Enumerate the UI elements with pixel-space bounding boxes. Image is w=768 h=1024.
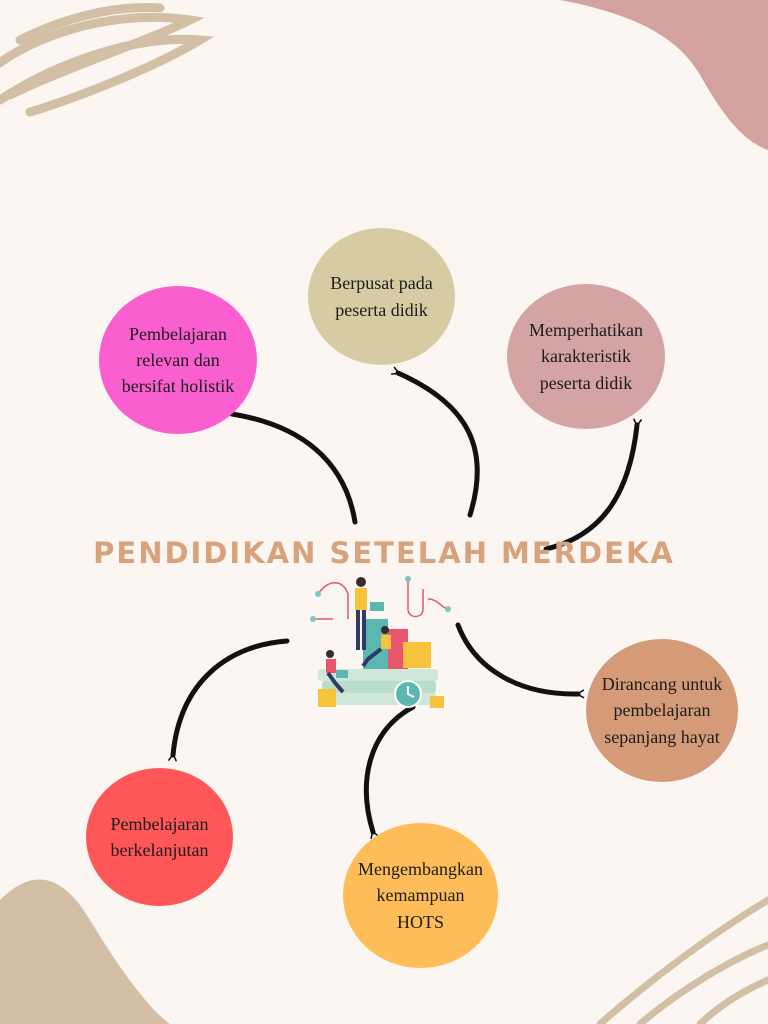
blob-bottom-left bbox=[0, 879, 170, 1024]
node-hots: Mengembangkan kemampuan HOTS bbox=[343, 823, 498, 968]
diagram-title: PENDIDIKAN SETELAH MERDEKA bbox=[93, 536, 675, 570]
scribble-bottom-right bbox=[596, 896, 768, 1024]
node-hayat: Dirancang untuk pembelajaran sepanjang h… bbox=[586, 639, 738, 782]
node-label: Berpusat pada peserta didik bbox=[330, 273, 433, 320]
node-karakteristik: Memperhatikan karakteristik peserta didi… bbox=[507, 284, 665, 429]
node-label: Pembelajaran berkelanjutan bbox=[110, 813, 209, 860]
arrow-to-hayat bbox=[455, 622, 585, 699]
blob-top-right bbox=[560, 0, 768, 150]
arrow-to-berkelanjutan bbox=[168, 638, 290, 762]
scribble-top-left bbox=[0, 3, 215, 117]
node-berpusat: Berpusat pada peserta didik bbox=[308, 228, 455, 365]
node-berkelanjutan: Pembelajaran berkelanjutan bbox=[86, 768, 233, 906]
node-label: Memperhatikan karakteristik peserta didi… bbox=[529, 320, 643, 393]
node-label: Pembelajaran relevan dan bersifat holist… bbox=[121, 323, 235, 397]
arrow-to-karakteristik bbox=[543, 418, 642, 552]
node-holistik: Pembelajaran relevan dan bersifat holist… bbox=[99, 286, 257, 434]
people-working-illustration bbox=[310, 576, 451, 708]
arrow-to-hots bbox=[363, 704, 416, 840]
node-label: Dirancang untuk pembelajaran sepanjang h… bbox=[601, 674, 723, 747]
node-label: Mengembangkan kemampuan HOTS bbox=[358, 859, 483, 932]
arrow-to-holistik bbox=[225, 408, 358, 525]
arrow-to-berpusat bbox=[390, 366, 480, 518]
